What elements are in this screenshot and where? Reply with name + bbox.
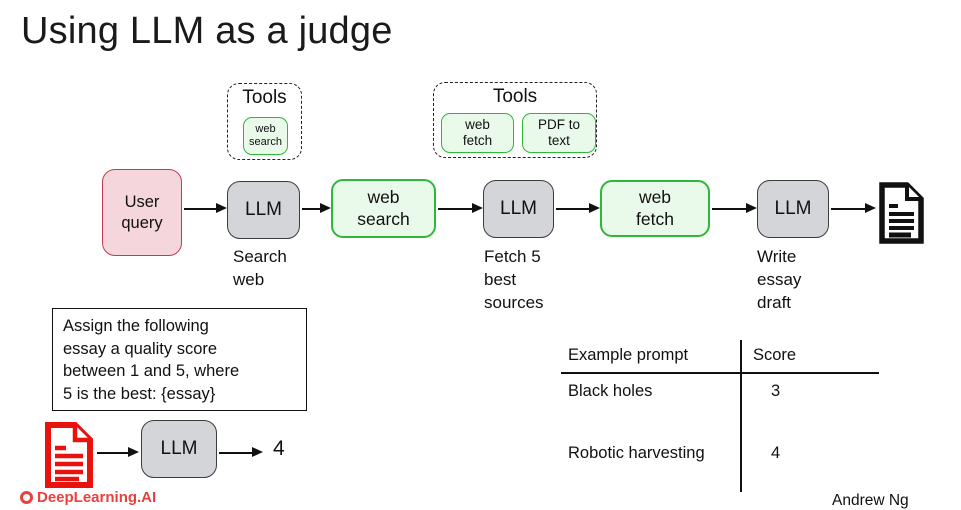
table-header-score: Score — [753, 346, 797, 364]
tools-label: Tools — [242, 87, 287, 108]
caption-search-web: Search web — [233, 247, 287, 289]
llm-judge-node: LLM — [141, 420, 217, 478]
arrow-websearch-to-llm — [438, 203, 483, 214]
table-row-score: 4 — [771, 444, 781, 462]
table-header-prompt: Example prompt — [568, 346, 689, 364]
deeplearning-logo: DeepLearning.AI — [20, 489, 156, 506]
arrow-llm-to-websearch — [302, 203, 331, 214]
table-header-divider — [561, 372, 879, 374]
web-fetch-node: web fetch — [600, 180, 710, 237]
tool-chip-pdf-to-text: PDF to text — [522, 113, 596, 153]
essay-draft-document-icon — [877, 182, 924, 249]
judge-prompt-box: Assign the following essay a quality sco… — [52, 308, 307, 411]
logo-text: DeepLearning.AI — [37, 489, 157, 506]
page-title: Using LLM as a judge — [21, 10, 393, 52]
caption-fetch-sources: Fetch 5 best sources — [484, 247, 544, 312]
table-row-score: 3 — [771, 382, 781, 400]
arrow-llm-to-document — [831, 203, 876, 214]
tools-label: Tools — [492, 86, 538, 107]
arrow-user-to-llm — [184, 203, 227, 214]
logo-circle-icon — [20, 491, 33, 504]
author-credit: Andrew Ng — [832, 492, 909, 509]
arrow-essay-to-llm — [97, 447, 139, 458]
tool-chip-web-search: web search — [243, 117, 288, 155]
arrow-llm-to-webfetch — [556, 203, 600, 214]
essay-document-icon — [42, 422, 94, 493]
tools-group-fetch: Tools web fetch PDF to text — [433, 82, 597, 158]
llm-search-node: LLM — [227, 181, 300, 239]
user-query-node: User query — [102, 169, 182, 256]
table-row-prompt: Robotic harvesting — [568, 444, 705, 462]
judge-score-output: 4 — [273, 437, 285, 460]
arrow-llm-to-score — [219, 447, 263, 458]
tool-chip-web-fetch: web fetch — [441, 113, 514, 153]
table-row-prompt: Black holes — [568, 382, 653, 400]
tools-group-search: Tools web search — [227, 83, 302, 160]
llm-fetch-node: LLM — [483, 180, 554, 238]
caption-write-essay: Write essay draft — [757, 247, 802, 312]
arrow-webfetch-to-llm — [712, 203, 757, 214]
table-column-divider — [740, 340, 742, 492]
web-search-node: web search — [331, 179, 436, 238]
llm-write-node: LLM — [757, 180, 829, 238]
